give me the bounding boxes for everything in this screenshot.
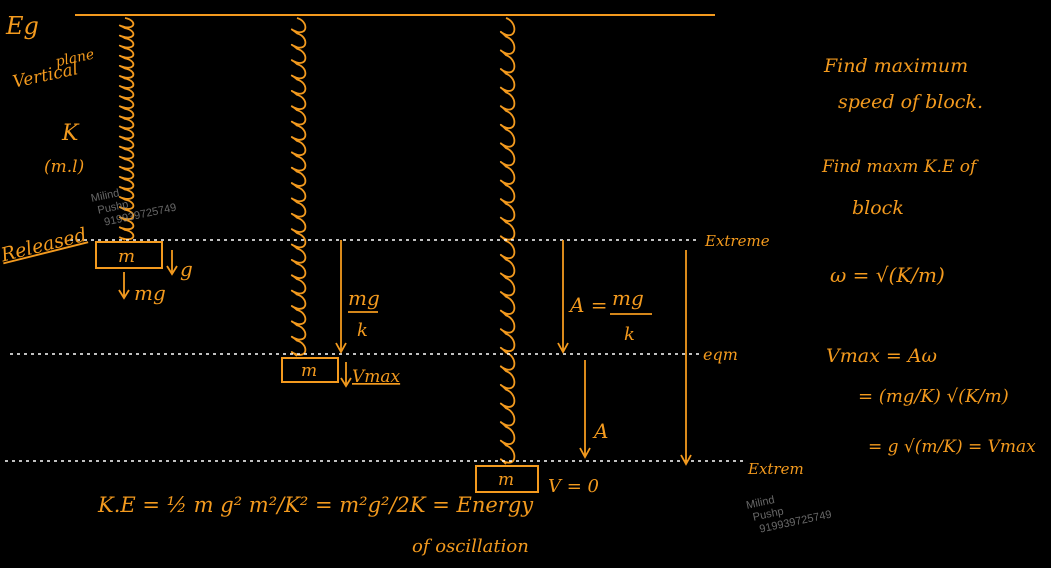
vmax-mark: Vmax bbox=[352, 367, 401, 387]
mg-force-label: mg bbox=[134, 281, 166, 305]
amplitude-equation-lhs: A = bbox=[568, 293, 608, 317]
block-extreme bbox=[475, 465, 539, 493]
omega-formula: ω = √(K/m) bbox=[830, 263, 945, 287]
block-extreme-mass: m bbox=[498, 470, 514, 490]
v-zero-label: V = 0 bbox=[548, 476, 599, 497]
eg-label: Eg bbox=[5, 12, 39, 40]
question-2-line-1: Find maxm K.E of bbox=[821, 157, 979, 177]
block-equilibrium bbox=[281, 357, 339, 383]
spring-released bbox=[118, 17, 135, 241]
watermark-name-1: Milind bbox=[90, 187, 121, 205]
vmax-formula-2: = (mg/K) √(K/m) bbox=[858, 386, 1009, 407]
amplitude-equation-denominator: k bbox=[624, 324, 635, 345]
extreme-top-label: Extreme bbox=[704, 232, 770, 250]
mg-over-k-numerator: mg bbox=[348, 286, 380, 310]
question-1-line-2: speed of block. bbox=[838, 91, 983, 113]
spring-constant-label: K bbox=[61, 121, 80, 146]
block-released bbox=[95, 241, 163, 269]
extreme-bottom-label: Extrem bbox=[747, 460, 804, 478]
amplitude-label: A bbox=[592, 419, 608, 443]
massless-label: (m.l) bbox=[44, 157, 84, 177]
question-1-line-1: Find maximum bbox=[823, 55, 968, 77]
spring-equilibrium bbox=[290, 17, 307, 357]
amplitude-equation-numerator: mg bbox=[612, 286, 644, 310]
block-released-mass: m bbox=[118, 246, 135, 267]
vmax-formula-1: Vmax = Aω bbox=[826, 345, 937, 367]
plane-label: plane bbox=[54, 47, 96, 71]
eqm-label: eqm bbox=[703, 345, 738, 364]
question-2-line-2: block bbox=[852, 197, 904, 219]
spring-extreme bbox=[499, 17, 516, 465]
ke-equation: K.E = ½ m g² m²/K² = m²g²/2K = Energy bbox=[97, 493, 534, 517]
released-label: Released bbox=[0, 224, 89, 267]
block-equilibrium-mass: m bbox=[301, 361, 317, 381]
vmax-formula-3: = g √(m/K) = Vmax bbox=[868, 437, 1036, 457]
ke-equation-caption: of oscillation bbox=[412, 536, 529, 557]
g-arrow-label: g bbox=[180, 257, 193, 281]
mg-over-k-denominator: k bbox=[357, 320, 368, 341]
watermark-name-1-b: Milind bbox=[745, 494, 776, 512]
